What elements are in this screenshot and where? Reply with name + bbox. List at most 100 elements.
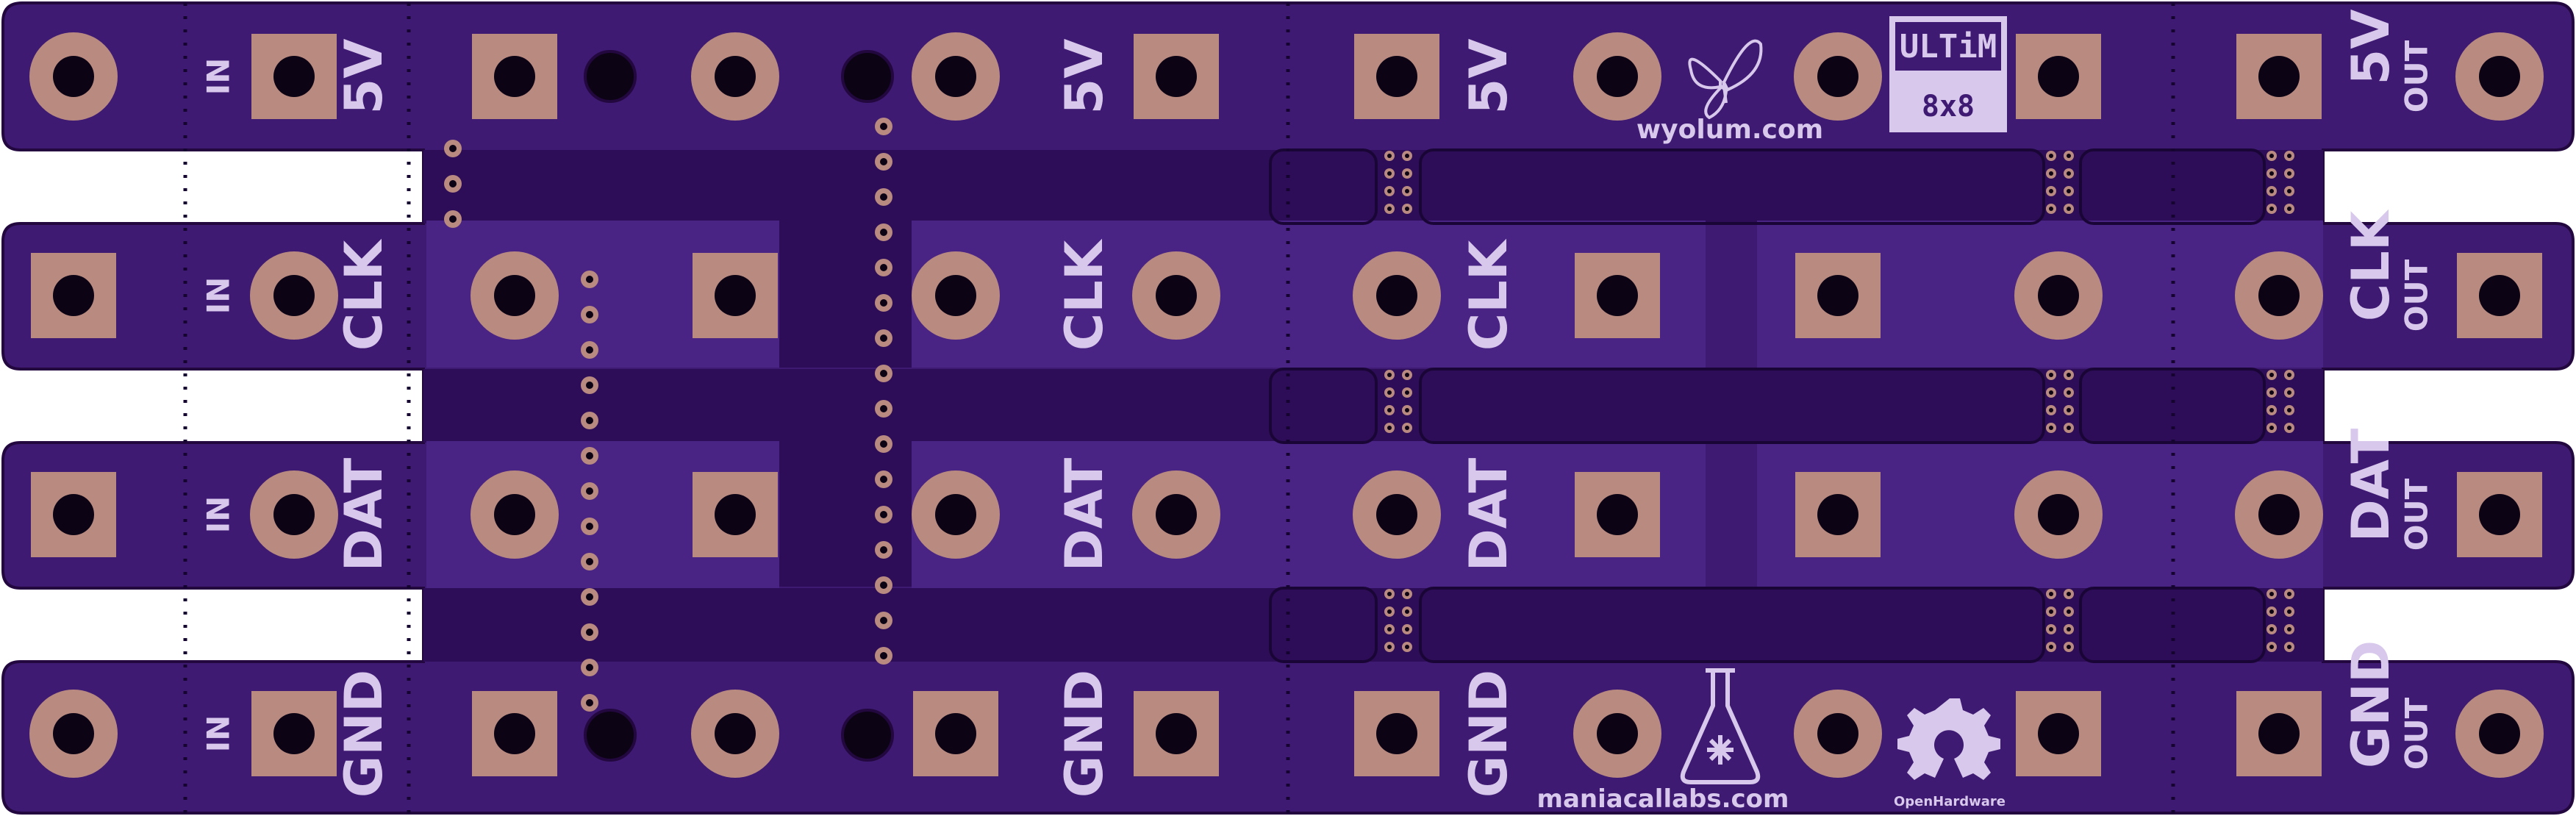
row-traces (426, 221, 2323, 588)
header-pin-hole (880, 440, 887, 448)
drill-hole (273, 56, 315, 97)
row-output-label: OUT (2399, 697, 2435, 770)
header-pin-hole (880, 652, 887, 659)
via-hole (2067, 645, 2071, 649)
drill-hole (1156, 494, 1197, 535)
via-hole (2269, 189, 2274, 193)
row-mid-label: CLK (1054, 238, 1115, 351)
header-pin-hole (880, 123, 887, 130)
drill-hole (1376, 713, 1417, 754)
header-pin-hole (880, 581, 887, 589)
via-hole (1387, 408, 1392, 412)
drill-hole (935, 494, 976, 535)
via-hole (2287, 609, 2291, 614)
drill-hole (1817, 275, 1858, 316)
header-pin-hole (449, 215, 457, 223)
header-pin-hole (880, 617, 887, 624)
header-pin-hole (880, 193, 887, 201)
drill-hole (53, 56, 94, 97)
drill-hole (273, 275, 315, 316)
row-out-signal-label: GND (2341, 640, 2401, 768)
via-hole (2067, 207, 2071, 211)
row-out-signal-label: 5V (2341, 10, 2401, 85)
drill-hole (1156, 275, 1197, 316)
via-hole (1387, 154, 1392, 158)
via-hole (2049, 592, 2053, 596)
via-hole (2067, 609, 2071, 614)
drill-hole (2479, 56, 2520, 97)
drill-hole (1156, 713, 1197, 754)
row-output-label: OUT (2399, 259, 2435, 332)
via-hole (1387, 645, 1392, 649)
via-hole (2049, 189, 2053, 193)
header-pin-hole (880, 334, 887, 342)
header-pin-hole (586, 417, 593, 424)
copper-pour (423, 150, 2323, 662)
via-hole (2287, 390, 2291, 395)
via-hole (2049, 645, 2053, 649)
via-hole (1387, 207, 1392, 211)
via-hole (1405, 207, 1409, 211)
row-mid-label: 5V (1459, 39, 1519, 115)
row-mid-label: 5V (1054, 39, 1115, 115)
mounting-hole (584, 709, 637, 762)
header-pin-hole (586, 664, 593, 671)
via-hole (2049, 390, 2053, 395)
row-mid-label: DAT (1054, 457, 1115, 571)
pads-layer (29, 32, 2544, 778)
via-hole (2067, 408, 2071, 412)
row-input-label: IN (201, 58, 237, 96)
drill-hole (1597, 275, 1638, 316)
via-hole (2269, 207, 2274, 211)
mounting-hole (841, 50, 894, 103)
via-hole (2287, 207, 2291, 211)
via-hole (1387, 609, 1392, 614)
cut-lines (183, 3, 2175, 813)
drill-hole (494, 713, 535, 754)
drill-hole (273, 713, 315, 754)
header-pin-hole (880, 546, 887, 554)
drill-hole (53, 713, 94, 754)
via-hole (2269, 426, 2274, 430)
header-pin-hole (880, 264, 887, 271)
drill-hole (715, 275, 756, 316)
drill-hole (2479, 713, 2520, 754)
via-hole (2049, 609, 2053, 614)
drill-hole (2479, 494, 2520, 535)
mounting-hole (841, 709, 894, 762)
row-input-label: IN (201, 277, 237, 315)
header-pin-hole (586, 452, 593, 459)
via-hole (1387, 426, 1392, 430)
via-hole (1405, 189, 1409, 193)
header-pin-hole (880, 405, 887, 412)
via-hole (1387, 189, 1392, 193)
header-pin-hole (586, 629, 593, 636)
row-signal-label: GND (334, 670, 394, 798)
via-hole (2049, 426, 2053, 430)
drill-hole (1597, 494, 1638, 535)
via-hole (2049, 373, 2053, 377)
via-hole (2287, 408, 2291, 412)
via-hole (2269, 390, 2274, 395)
via-hole (1405, 426, 1409, 430)
row-output-label: OUT (2399, 40, 2435, 112)
row-output-label: OUT (2399, 478, 2435, 551)
header-pin-hole (880, 511, 887, 518)
drill-hole (53, 494, 94, 535)
via-hole (2067, 390, 2071, 395)
via-hole (1405, 154, 1409, 158)
via-hole (2287, 426, 2291, 430)
header-pin-hole (880, 476, 887, 483)
drill-hole (715, 494, 756, 535)
butterfly-icon (1688, 39, 1763, 120)
via-hole (2049, 171, 2053, 176)
maniacallabs-logo-text: maniacallabs.com (1537, 784, 1789, 814)
via-hole (2049, 207, 2053, 211)
row-mid-label: GND (1459, 670, 1519, 798)
drill-hole (2258, 494, 2300, 535)
via-hole (2049, 154, 2053, 158)
via-hole (1405, 609, 1409, 614)
via-hole (2067, 592, 2071, 596)
